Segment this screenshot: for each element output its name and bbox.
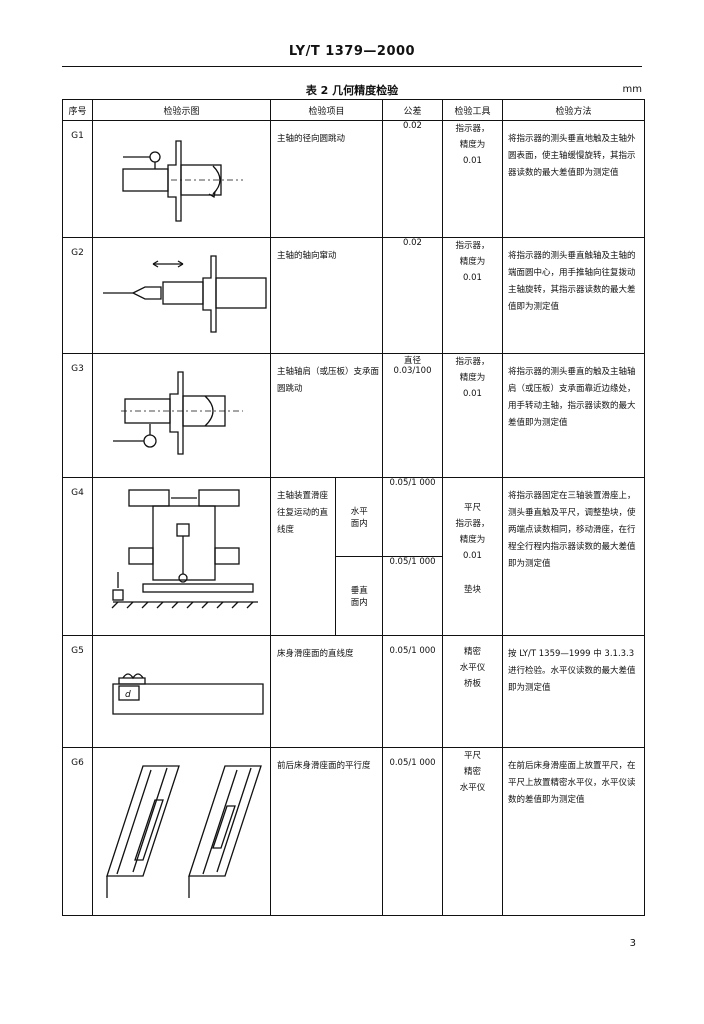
check-tool: 指示器， 精度为 0.01 [455, 124, 490, 166]
sub-item-label: 垂直 面内 [350, 586, 368, 608]
check-tool-extra: 垫块 [463, 585, 481, 595]
sketch-bed-straightness: d [92, 635, 271, 748]
table-row: G6 前后床身滑座面的平行度 0.05/1 000 平尺 精密 水平仪 [62, 747, 645, 916]
check-method: 将指示器的测头垂直触轴及主轴的端面圆中心，用手推轴向往复拨动主轴旋转，其指示器读… [502, 237, 645, 354]
row-number: G4 [62, 477, 93, 636]
table-header-row: 序号 检验示图 检验项目 公差 检验工具 检验方法 [62, 99, 645, 121]
check-tool: 平尺 精密 水平仪 [459, 751, 486, 793]
table-caption: 表 2 几何精度检验 [305, 84, 399, 97]
check-method: 按 LY/T 1359—1999 中 3.1.3.3 进行检验。水平仪读数的最大… [502, 635, 645, 748]
check-method: 将指示器的测头垂直地触及主轴外圆表面，使主轴缓慢旋转，其指示器读数的最大差值即为… [502, 120, 645, 238]
table-row: G3 主轴轴肩（或压板）支承面圆跳动 直径 0.03/100 指示器， 精度为 … [62, 353, 645, 478]
tolerance-value: 0.02 [403, 238, 422, 248]
col-header-tolerance: 公差 [382, 99, 443, 121]
standard-code: LY/T 1379—2000 [288, 44, 416, 59]
col-header-no: 序号 [62, 99, 93, 121]
col-header-sketch: 检验示图 [92, 99, 271, 121]
check-method: 将指示器的测头垂直的触及主轴轴肩（或压板）支承面靠近边缘处，用手转动主轴，指示器… [502, 353, 645, 478]
geometric-accuracy-table: 序号 检验示图 检验项目 公差 检验工具 检验方法 G1 [62, 99, 645, 916]
check-tool: 平尺 指示器， 精度为 0.01 [455, 503, 490, 561]
tolerance-value: 0.05/1 000 [382, 635, 443, 748]
check-item: 前后床身滑座面的平行度 [270, 747, 383, 916]
check-method: 在前后床身滑座面上放置平尺，在平尺上放置精密水平仪，水平仪读数的差值即为测定值 [502, 747, 645, 916]
check-item: 主轴的轴向窜动 [270, 237, 383, 354]
table-row: G2 主轴的轴向窜动 0.02 指示器， 精度为 0.01 将指示器的测头垂直触… [62, 237, 645, 354]
table-row: G1 主轴的径向圆跳动 0.02 指示器， 精度为 0.01 将指示器的测头垂直… [62, 120, 645, 238]
sketch-label-d: d [125, 690, 131, 700]
sketch-bed-parallelism [92, 747, 271, 916]
check-tool: 指示器， 精度为 0.01 [455, 357, 490, 399]
tolerance-value: 0.05/1 000 [389, 557, 436, 567]
table-row: G5 d 床身滑座面的直线度 0.05/1 000 精密 水平仪 桥板 按 LY… [62, 635, 645, 748]
col-header-tool: 检验工具 [442, 99, 503, 121]
tolerance-value: 0.05/1 000 [382, 747, 443, 916]
header-rule [62, 66, 642, 67]
sketch-spindle-axial-play [92, 237, 271, 354]
table-row: G4 [62, 477, 645, 636]
sub-item-label: 水平 面内 [350, 507, 368, 529]
col-header-item: 检验项目 [270, 99, 383, 121]
row-number: G1 [62, 120, 93, 238]
tolerance-value: 0.02 [403, 121, 422, 131]
check-tool: 指示器， 精度为 0.01 [455, 241, 490, 283]
check-item: 主轴轴肩（或压板）支承面圆跳动 [270, 353, 383, 478]
tolerance-value: 直径 0.03/100 [393, 356, 432, 376]
row-number: G3 [62, 353, 93, 478]
check-item: 主轴的径向圆跳动 [270, 120, 383, 238]
tolerance-value: 0.05/1 000 [389, 478, 436, 488]
row-number: G2 [62, 237, 93, 354]
row-number: G6 [62, 747, 93, 916]
col-header-method: 检验方法 [502, 99, 645, 121]
check-item-cell: 主轴装置滑座往复运动的直线度 水平 面内 垂直 面内 [270, 477, 383, 636]
page-number: 3 [629, 938, 636, 949]
check-item: 主轴装置滑座往复运动的直线度 [271, 478, 336, 635]
row-number: G5 [62, 635, 93, 748]
table-subrow: 0.05/1 000 [63, 556, 645, 636]
check-item: 床身滑座面的直线度 [270, 635, 383, 748]
check-tool: 精密 水平仪 桥板 [459, 647, 486, 689]
check-method: 将指示器固定在三轴装置滑座上，测头垂直触及平尺，调整垫块，使两端点读数相同，移动… [502, 477, 645, 636]
sketch-shoulder-face-runout [92, 353, 271, 478]
sketch-spindle-radial-runout [92, 120, 271, 238]
unit-label: mm [622, 84, 642, 95]
sketch-slide-straightness [92, 477, 271, 636]
